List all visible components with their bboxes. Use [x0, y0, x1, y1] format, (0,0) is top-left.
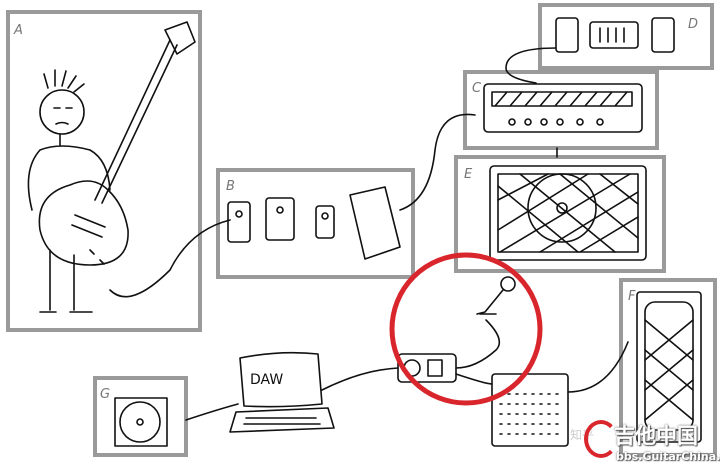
audio-interface [397, 353, 457, 383]
watermark: 知乎 吉他中国 bbs.GuitarChina.com [570, 418, 720, 468]
box-a-guitarist: A [6, 10, 202, 332]
box-f-monitor-speaker: F [619, 278, 717, 457]
label-a: A [13, 23, 23, 38]
box-g-cd: G [93, 376, 188, 457]
label-f: F [628, 289, 636, 304]
label-e: E [464, 167, 473, 182]
daw-screen-text: DAW [250, 372, 283, 388]
cables [109, 113, 629, 421]
watermark-url: bbs.GuitarChina.com [616, 450, 720, 463]
box-d-rack: D [505, 3, 714, 84]
label-b: B [226, 179, 235, 194]
label-c: C [472, 81, 482, 96]
box-c-amp-head: C [463, 70, 659, 150]
highlight-circle [389, 252, 543, 406]
daw-computer: DAW [229, 351, 335, 433]
label-g: G [100, 387, 110, 402]
box-e-cabinet: E [454, 147, 666, 273]
mixer [491, 373, 569, 447]
watermark-title: 吉他中国 [614, 424, 698, 448]
box-b-pedals: B [216, 168, 415, 279]
watermark-logo-icon [584, 420, 618, 458]
label-d: D [688, 17, 698, 32]
microphone [476, 276, 516, 315]
